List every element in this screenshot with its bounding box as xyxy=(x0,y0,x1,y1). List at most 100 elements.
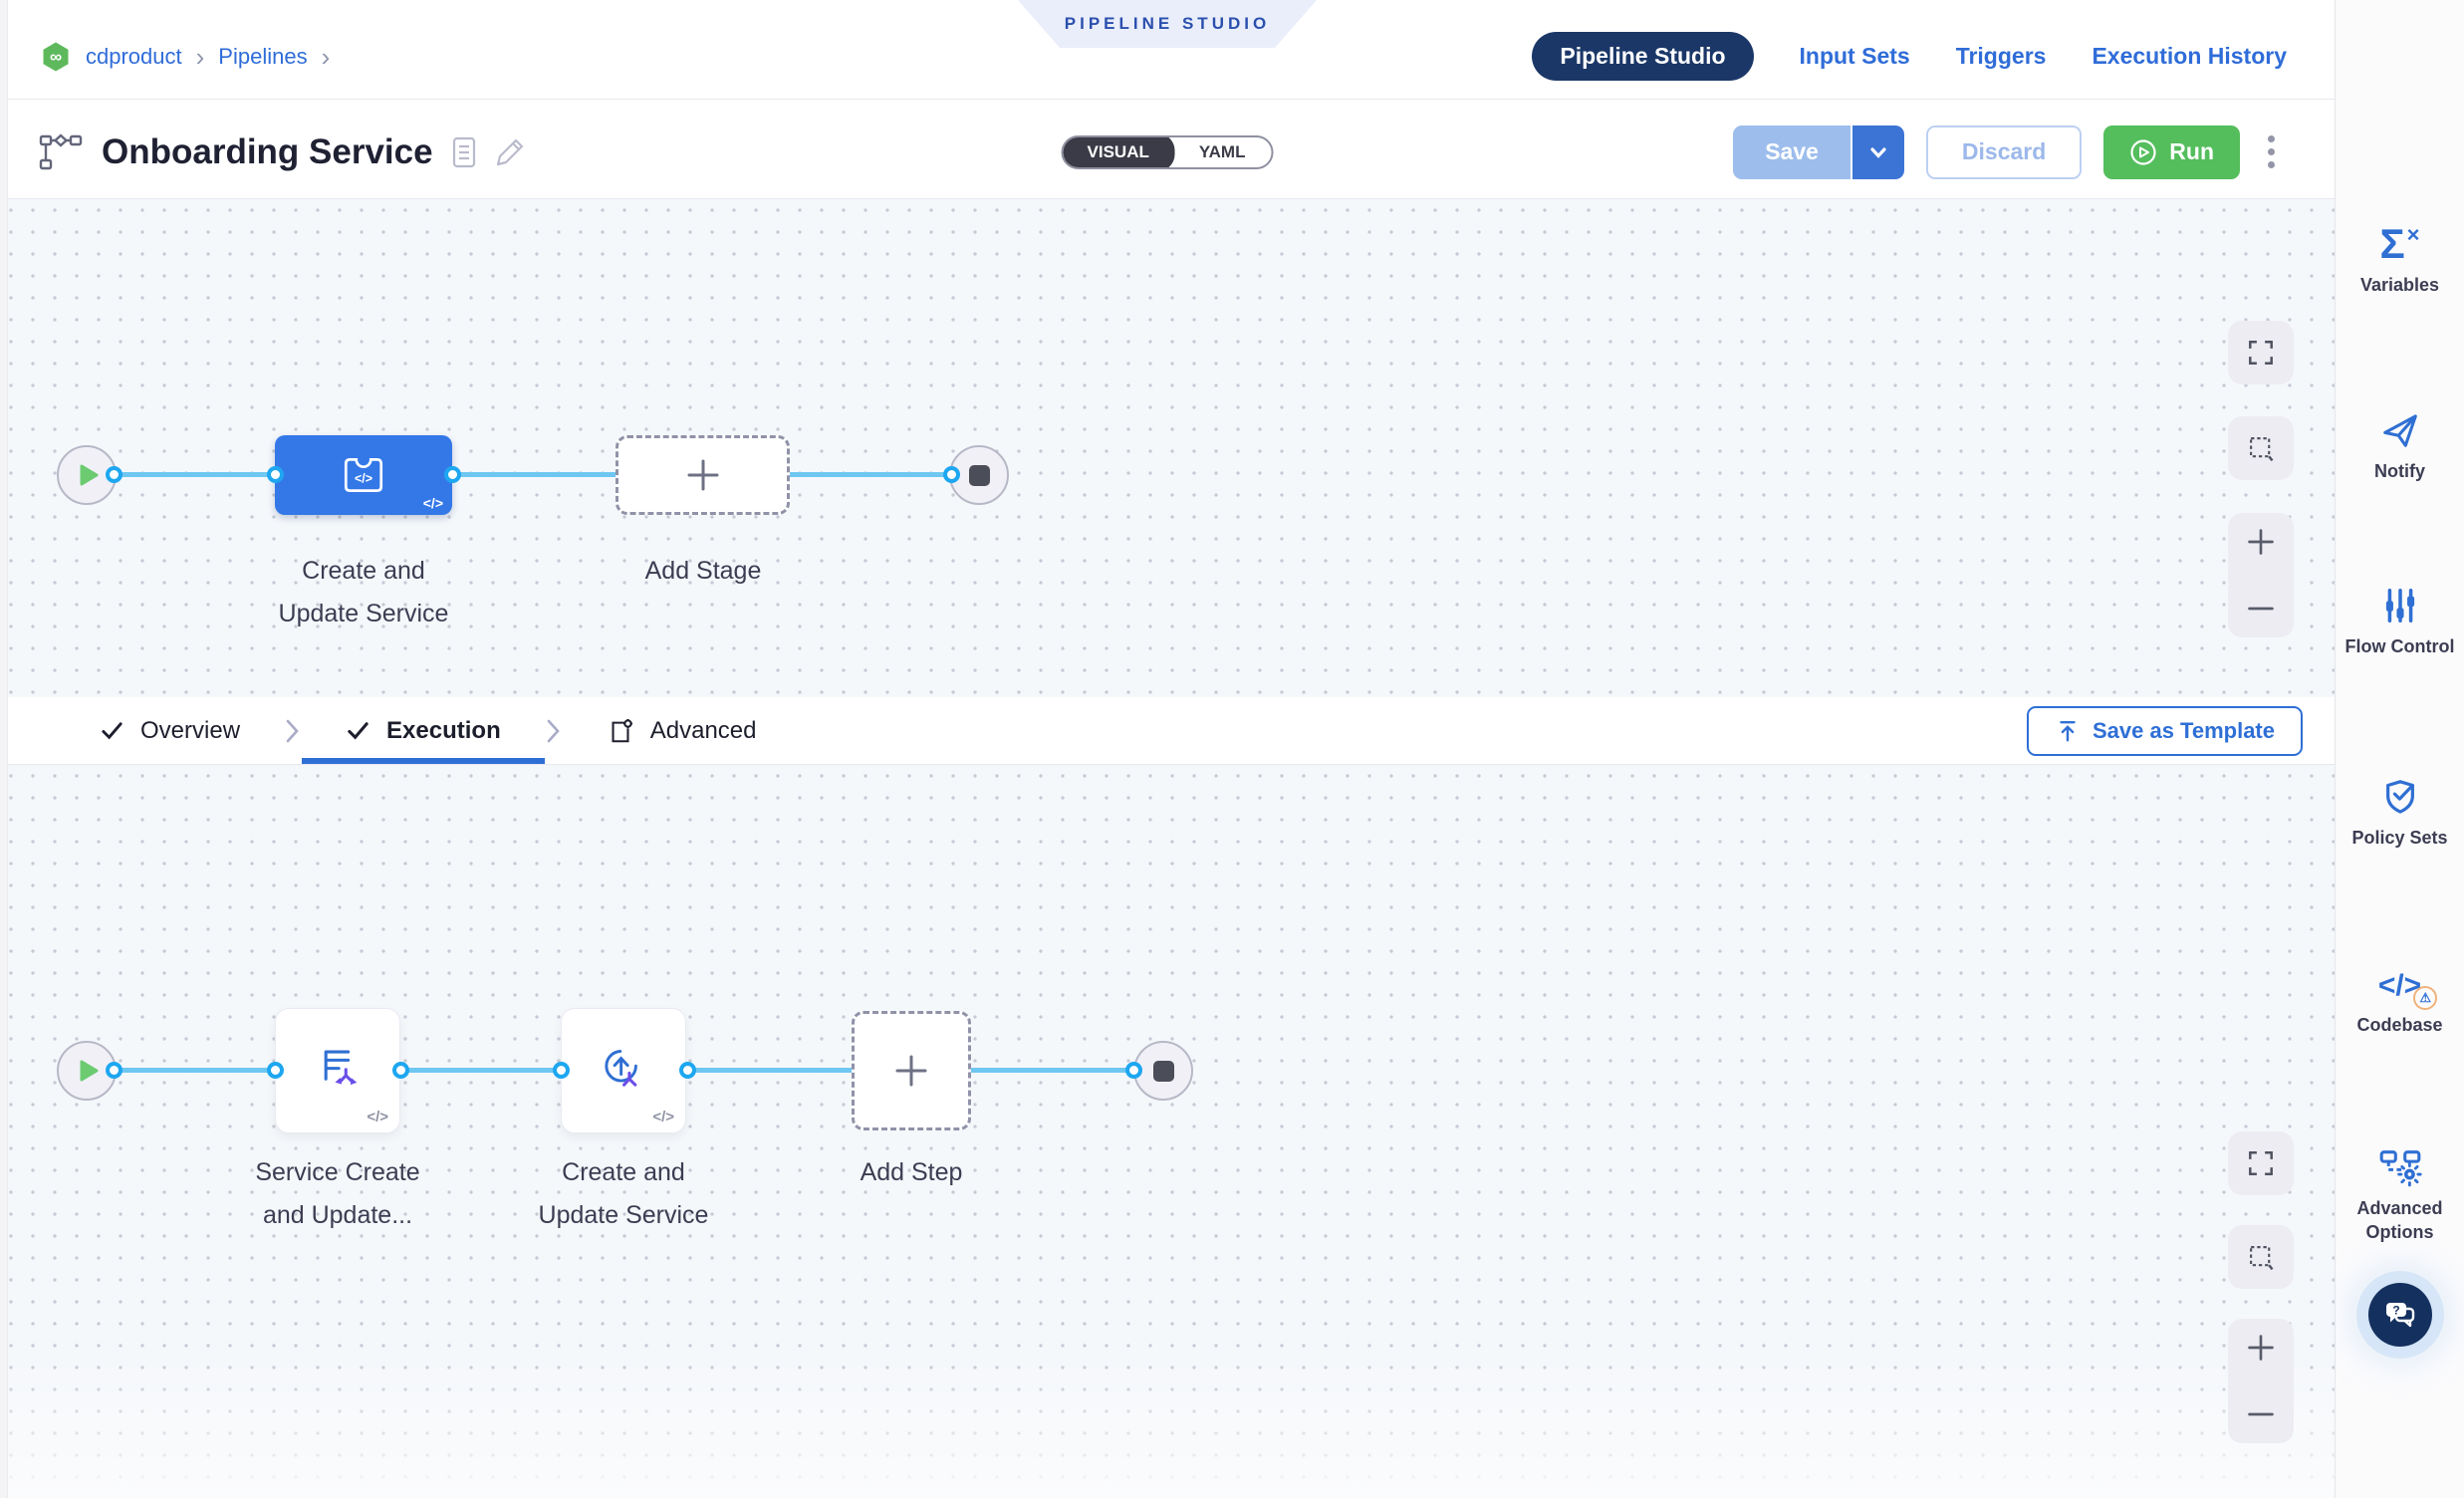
link-port xyxy=(444,466,461,483)
svg-text:?: ? xyxy=(2392,1304,2399,1318)
selection-box-icon xyxy=(2250,1246,2274,1271)
sliders-icon xyxy=(2385,588,2414,624)
link-port xyxy=(392,1062,409,1079)
chevron-right-icon: › xyxy=(321,41,331,72)
multi-select-button[interactable] xyxy=(2228,1225,2294,1289)
update-service-step-icon xyxy=(605,1050,637,1087)
zoom-in-button[interactable] xyxy=(2246,1333,2276,1363)
chat-help-icon: ? xyxy=(2386,1303,2415,1328)
save-button[interactable]: Save xyxy=(1733,125,1850,179)
stop-icon xyxy=(1152,1060,1174,1082)
tab-execution-history[interactable]: Execution History xyxy=(2092,43,2287,69)
link-port xyxy=(553,1062,570,1079)
link-port xyxy=(1125,1062,1142,1079)
breadcrumb-bar: ∞ cdproduct › Pipelines › PIPELINE STUDI… xyxy=(0,0,2335,100)
step1-label: Service Create and Update... xyxy=(255,1158,420,1229)
save-split-button: Save xyxy=(1733,125,1904,179)
toggle-yaml[interactable]: YAML xyxy=(1198,141,1246,161)
fullscreen-button[interactable] xyxy=(2228,321,2294,384)
breadcrumb-pipelines[interactable]: Pipelines xyxy=(218,43,308,69)
pipeline-title-bar: Onboarding Service VISUAL YAML xyxy=(0,100,2335,199)
edit-pencil-icon[interactable] xyxy=(495,137,525,167)
tab-pipeline-studio[interactable]: Pipeline Studio xyxy=(1532,32,1754,81)
execution-step-canvas[interactable]: </> </> xyxy=(0,765,2335,1498)
chevron-down-icon xyxy=(1870,146,1886,158)
play-icon xyxy=(80,464,99,486)
step2-label: Create and Update Service xyxy=(538,1158,709,1229)
collapsed-left-rail xyxy=(0,0,8,1498)
save-dropdown-button[interactable] xyxy=(1849,125,1904,179)
add-stage-label: Add Stage xyxy=(644,557,762,585)
sidebar-item-advanced-options[interactable]: Advanced Options xyxy=(2336,1147,2464,1244)
multi-select-button[interactable] xyxy=(2228,416,2294,480)
tab-triggers[interactable]: Triggers xyxy=(1955,43,2047,69)
zoom-out-button[interactable] xyxy=(2246,594,2276,624)
stage-node-create-update-service[interactable]: </> </> xyxy=(275,435,452,515)
plus-icon xyxy=(895,1055,927,1087)
execution-end-node xyxy=(1133,1041,1193,1101)
description-doc-icon[interactable] xyxy=(451,136,477,168)
stage-canvas[interactable]: </> </> Create and Update Service Add St… xyxy=(0,199,2335,697)
yaml-code-badge: </> xyxy=(422,495,443,511)
help-chat-button[interactable]: ? xyxy=(2368,1283,2432,1347)
yaml-code-badge: </> xyxy=(367,1109,388,1125)
selection-box-icon xyxy=(2250,437,2274,462)
pipeline-studio-badge: PIPELINE STUDIO xyxy=(1018,0,1317,48)
breadcrumb: ∞ cdproduct › Pipelines › xyxy=(40,41,330,73)
add-step-button[interactable] xyxy=(852,1011,971,1130)
discard-button[interactable]: Discard xyxy=(1925,125,2083,179)
pipeline-actions: Save Discard Run xyxy=(1733,125,2281,179)
page-title: Onboarding Service xyxy=(102,131,433,171)
play-icon xyxy=(80,1060,99,1082)
shield-check-icon xyxy=(2385,780,2414,814)
chevron-right-icon xyxy=(286,718,300,744)
sidebar-item-codebase[interactable]: </>⚠ Codebase xyxy=(2356,968,2443,1035)
sidebar-item-notify[interactable]: Notify xyxy=(2336,410,2464,483)
studio-right-sidebar: Σ× Variables Notify Flow Control Policy … xyxy=(2335,0,2464,1498)
pipeline-end-node xyxy=(949,445,1009,505)
tab-input-sets[interactable]: Input Sets xyxy=(1799,43,1910,69)
fullscreen-button[interactable] xyxy=(2228,1131,2294,1195)
stage-config-tabs: Overview Execution Advanced Save as Temp… xyxy=(0,697,2335,765)
step-node-create-update-service[interactable]: </> xyxy=(561,1008,686,1133)
save-as-template-button[interactable]: Save as Template xyxy=(2026,705,2303,756)
tab-overview[interactable]: Overview xyxy=(56,697,284,764)
step-node-service-create-update[interactable]: </> xyxy=(275,1008,400,1133)
svg-text:</>: </> xyxy=(355,471,372,485)
link-port xyxy=(106,466,123,483)
zoom-out-button[interactable] xyxy=(2246,1399,2276,1429)
tab-execution[interactable]: Execution xyxy=(302,697,545,764)
warning-icon: ⚠ xyxy=(2413,986,2438,1010)
yaml-code-badge: </> xyxy=(652,1109,674,1125)
service-step-icon xyxy=(324,1050,358,1086)
link-port xyxy=(106,1062,123,1079)
zoom-in-button[interactable] xyxy=(2246,527,2276,557)
tab-advanced[interactable]: Advanced xyxy=(563,697,801,764)
zoom-controls xyxy=(2228,1319,2294,1443)
paper-plane-icon xyxy=(2382,414,2417,447)
sidebar-item-policy-sets[interactable]: Policy Sets xyxy=(2336,775,2464,850)
breadcrumb-project[interactable]: cdproduct xyxy=(86,43,182,69)
zoom-controls xyxy=(2228,513,2294,637)
link-port xyxy=(267,1062,284,1079)
visual-yaml-toggle[interactable]: VISUAL YAML xyxy=(1061,134,1274,169)
add-step-label: Add Step xyxy=(860,1158,963,1186)
stage-label: Create and Update Service xyxy=(278,557,449,627)
stage-flow-line xyxy=(87,472,979,477)
run-button[interactable]: Run xyxy=(2103,125,2240,179)
add-stage-button[interactable] xyxy=(616,435,790,515)
fullscreen-icon xyxy=(2249,341,2273,365)
chevron-right-icon xyxy=(547,718,561,744)
code-warning-icon: </>⚠ xyxy=(2378,968,2438,1010)
check-icon xyxy=(348,722,369,740)
harness-module-icon: ∞ xyxy=(40,41,72,73)
sidebar-item-flow-control[interactable]: Flow Control xyxy=(2336,586,2464,658)
sidebar-item-variables[interactable]: Σ× Variables xyxy=(2359,220,2440,296)
plus-icon xyxy=(687,459,718,491)
sigma-x-icon: Σ× xyxy=(2379,220,2420,267)
fullscreen-icon xyxy=(2249,1151,2273,1175)
link-port xyxy=(943,466,960,483)
toggle-visual[interactable]: VISUAL xyxy=(1063,136,1175,167)
more-options-kebab-icon[interactable] xyxy=(2262,129,2281,174)
